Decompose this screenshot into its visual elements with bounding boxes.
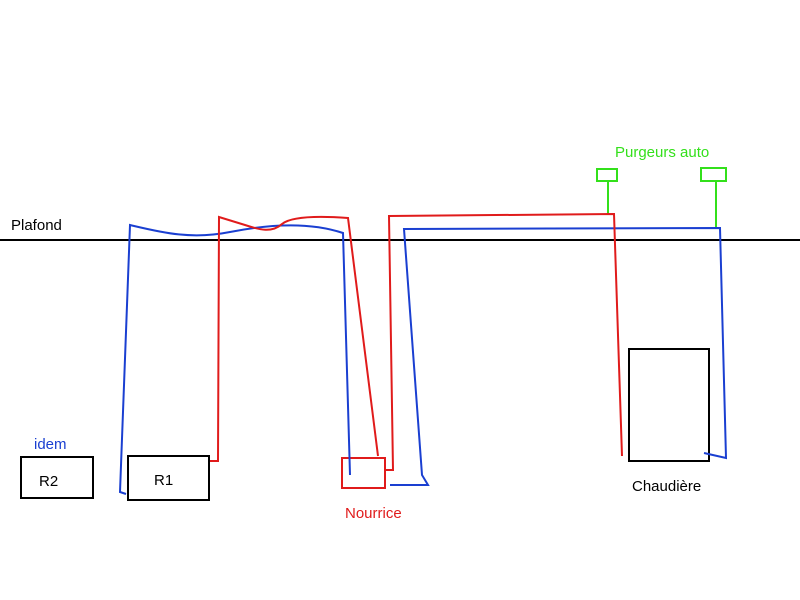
return-pipe-radiators [118, 223, 351, 495]
supply-pipe-radiators [210, 215, 379, 462]
ceiling-label: Plafond [11, 217, 62, 234]
boiler-box [628, 348, 710, 462]
boiler-label: Chaudière [632, 478, 702, 495]
radiator-r1-label: R1 [154, 472, 174, 489]
manifold-box [341, 457, 386, 489]
radiator-r2-box [20, 456, 94, 499]
return-pipe-boiler [390, 226, 728, 486]
air-vent-left [596, 168, 618, 182]
air-vents-label: Purgeurs auto [615, 144, 710, 161]
idem-label: idem [34, 436, 67, 453]
air-vent-right [700, 167, 727, 182]
supply-pipe-boiler [386, 212, 623, 471]
radiator-r2-label: R2 [39, 473, 59, 490]
radiator-r1-box [127, 455, 210, 501]
manifold-label: Nourrice [345, 505, 402, 522]
